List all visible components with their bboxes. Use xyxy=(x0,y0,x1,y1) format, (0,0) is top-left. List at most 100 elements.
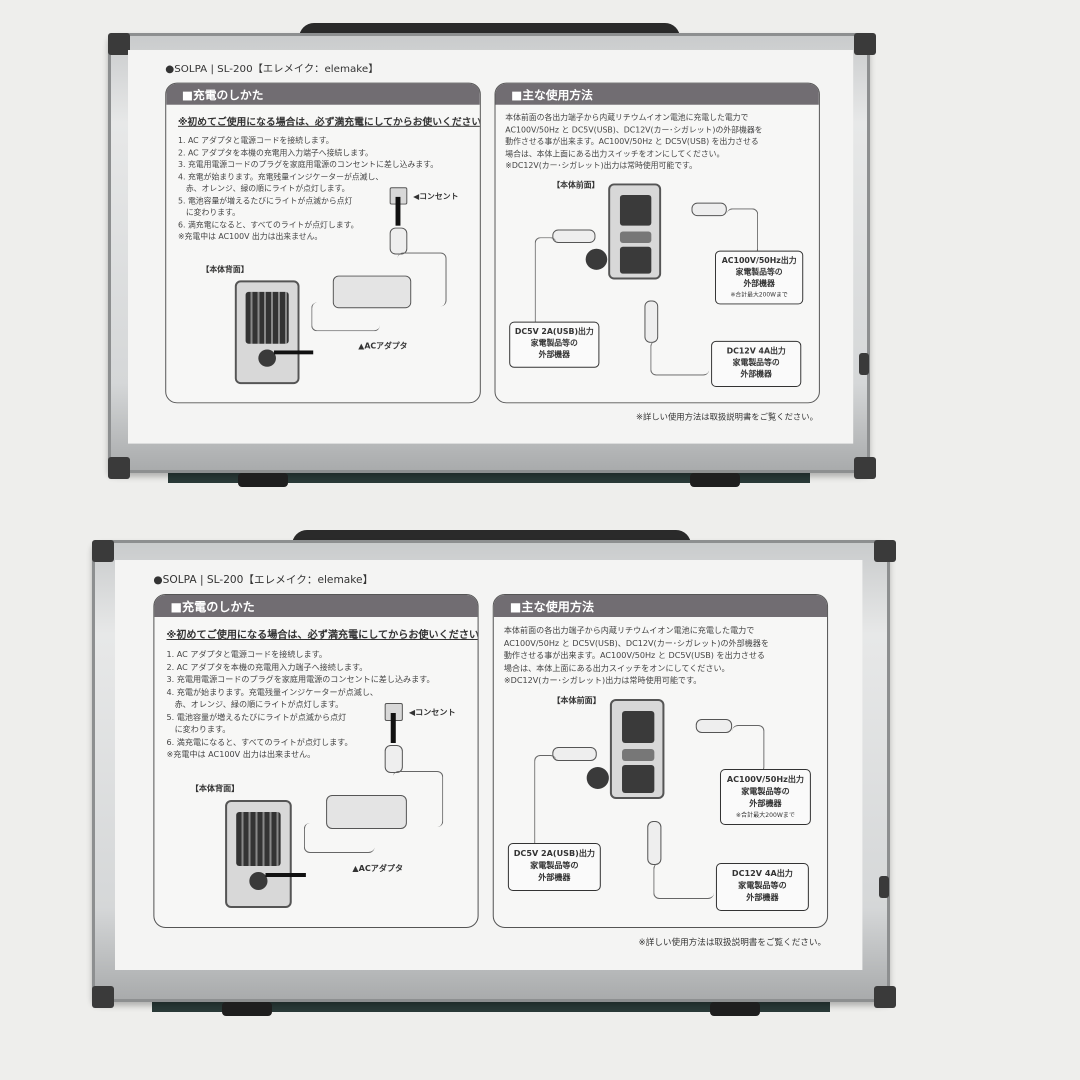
ac-output-box: AC100V/50Hz出力家電製品等の外部機器※合計最大200Wまで xyxy=(715,250,804,305)
brand-line: ●SOLPA | SL-200【エレメイク：elemake】 xyxy=(165,63,379,75)
usb-plug-icon xyxy=(552,229,596,243)
dc-socket xyxy=(619,246,652,274)
usage-description: AC100V/50Hz と DC5V(USB)、DC12V(カー･シガレット)の… xyxy=(503,638,769,648)
charging-step: 3. 充電用電源コードのプラグを家庭用電源のコンセントに差し込みます。 xyxy=(166,675,435,684)
plug-icon xyxy=(384,745,403,773)
usage-description: 本体前面の各出力端子から内蔵リチウムイオン電池に充電した電力で xyxy=(503,626,755,635)
device-rear-icon xyxy=(225,800,292,908)
usb-cable xyxy=(534,755,557,855)
power-cord xyxy=(392,771,444,827)
usb-output-text: 家電製品等の xyxy=(530,861,579,870)
ac-adapter-icon xyxy=(332,275,412,309)
case-corner xyxy=(874,540,896,562)
usage-header: ■主な使用方法 xyxy=(493,595,828,617)
ac-output-text: 外部機器 xyxy=(749,799,782,808)
arrow-icon xyxy=(395,196,401,226)
charging-panel: ■充電のしかた※初めてご使用になる場合は、必ず満充電にしてからお使いください。1… xyxy=(153,594,479,928)
charging-step: 赤、オレンジ、緑の順にライトが点灯します。 xyxy=(166,700,344,709)
case-corner xyxy=(874,986,896,1008)
plug-icon xyxy=(389,227,408,255)
car-plug-icon xyxy=(644,300,659,343)
charging-step: ※充電中は AC100V 出力は出来ません。 xyxy=(166,750,316,759)
ac-output-text: 外部機器 xyxy=(743,279,775,289)
dc-cable xyxy=(650,340,710,376)
dc-output-text: DC12V 4A出力 xyxy=(726,346,786,356)
case-corner xyxy=(854,457,876,479)
charging-step: ※充電中は AC100V 出力は出来ません。 xyxy=(177,232,323,242)
dc-output-text: DC12V 4A出力 xyxy=(731,869,793,878)
ac-outlet xyxy=(622,711,655,743)
dc-output-text: 外部機器 xyxy=(740,369,772,379)
ac-output-text: 家電製品等の xyxy=(741,787,790,796)
ac-output-text: AC100V/50Hz出力 xyxy=(721,256,797,266)
rear-label: 【本体背面】 xyxy=(201,265,249,274)
rear-label: 【本体背面】 xyxy=(190,784,240,793)
ac-output-box: AC100V/50Hz出力家電製品等の外部機器 ※合計最大200Wまで xyxy=(719,769,811,825)
usage-description: 場合は、本体上面にある出力スイッチをオンにしてください。 xyxy=(505,149,725,158)
usage-description: AC100V/50Hz と DC5V(USB)、DC12V(カー･シガレット)の… xyxy=(505,125,763,134)
arrow-icon xyxy=(265,873,306,877)
usage-header: ■主な使用方法 xyxy=(495,83,819,105)
socket-cap xyxy=(585,248,608,270)
ac-output-text: ※合計最大200Wまで xyxy=(730,291,788,299)
charging-step: 3. 充電用電源コードのプラグを家庭用電源のコンセントに差し込みます。 xyxy=(177,160,439,170)
charging-step: 6. 満充電になると、すべてのライトが点灯します。 xyxy=(177,220,359,230)
case-corner xyxy=(108,33,130,55)
case-corner xyxy=(854,33,876,55)
input-jack xyxy=(249,872,268,890)
usage-description: 動作させる事が出来ます。AC100V/50Hz と DC5V(USB) を出力さ… xyxy=(503,651,765,660)
charging-step: 1. AC アダプタと電源コードを接続します。 xyxy=(166,650,327,659)
ac-adapter-icon xyxy=(326,795,407,829)
usb-cable xyxy=(534,237,557,334)
adapter-label: ▲ACアダプタ xyxy=(358,341,408,351)
dc-cable xyxy=(653,863,714,899)
ac-plug-icon xyxy=(691,202,727,217)
ac-output-text: ※合計最大200Wまで xyxy=(735,812,795,819)
charging-step: 6. 満充電になると、すべてのライトが点灯します。 xyxy=(166,737,353,747)
arrow-icon xyxy=(274,350,314,355)
case-corner xyxy=(92,986,114,1008)
adapter-cable xyxy=(311,302,380,332)
charging-step: 1. AC アダプタと電源コードを接続します。 xyxy=(177,136,334,146)
usage-panel: ■主な使用方法本体前面の各出力端子から内蔵リチウムイオン電池に充電した電力で AC… xyxy=(494,82,820,404)
usb-output-text: DC5V 2A(USB)出力 xyxy=(513,849,595,858)
usb-output-text: DC5V 2A(USB)出力 xyxy=(514,327,594,337)
front-label: 【本体前面】 xyxy=(552,180,600,190)
usb-plug-icon xyxy=(552,747,597,761)
ac-output-text: AC100V/50Hz出力 xyxy=(726,775,804,784)
outlet-label: ◀コンセント xyxy=(408,708,456,717)
charging-header: ■充電のしかた xyxy=(166,83,480,105)
charging-step: 2. AC アダプタを本機の充電用入力端子へ接続します。 xyxy=(166,662,368,672)
car-plug-icon xyxy=(647,821,662,865)
vent-grille xyxy=(245,291,289,344)
input-jack xyxy=(258,349,276,367)
arrow-icon xyxy=(390,713,396,743)
device-front-icon xyxy=(608,183,662,280)
usage-description: 場合は、本体上面にある出力スイッチをオンにしてください。 xyxy=(503,663,730,673)
charging-warning: ※初めてご使用になる場合は、必ず満充電にしてからお使いください。 xyxy=(166,630,479,641)
dc-socket xyxy=(622,765,655,793)
usb-output-text: 家電製品等の xyxy=(530,338,578,348)
side-knob xyxy=(879,875,889,898)
instruction-label: ●SOLPA | SL-200【エレメイク：elemake】 ■充電のしかた※初め… xyxy=(115,560,863,970)
ac-cable xyxy=(726,208,759,255)
rubber-foot xyxy=(238,473,288,487)
charging-step: 赤、オレンジ、緑の順にライトが点灯します。 xyxy=(177,184,350,194)
charging-step: 5. 電池容量が増えるたびにライトが点滅から点灯 xyxy=(166,712,347,722)
device-rear-icon xyxy=(234,280,300,385)
case-corner xyxy=(92,540,114,562)
ac-outlet xyxy=(619,194,652,226)
usb-output-box: DC5V 2A(USB)出力家電製品等の外部機器 xyxy=(507,843,601,891)
usb-output-text: 外部機器 xyxy=(538,873,571,882)
usage-description: 本体前面の各出力端子から内蔵リチウムイオン電池に充電した電力で xyxy=(505,113,749,122)
dc-output-box: DC12V 4A出力家電製品等の外部機器 xyxy=(715,863,809,911)
charging-step: 2. AC アダプタを本機の充電用入力端子へ接続します。 xyxy=(177,148,373,158)
usage-panel: ■主な使用方法本体前面の各出力端子から内蔵リチウムイオン電池に充電した電力で AC… xyxy=(492,594,829,928)
front-label: 【本体前面】 xyxy=(552,696,601,705)
usb-output-box: DC5V 2A(USB)出力家電製品等の外部機器 xyxy=(509,321,600,368)
charging-step: 4. 充電が始まります。充電残量インジケーターが点滅し、 xyxy=(177,172,384,182)
adapter-label: ▲ACアダプタ xyxy=(352,864,404,873)
brand-line: ●SOLPA | SL-200【エレメイク：elemake】 xyxy=(153,574,374,586)
footer-note: ※詳しい使用方法は取扱説明書をご覧ください。 xyxy=(638,938,827,948)
dc-output-box: DC12V 4A出力家電製品等の外部機器 xyxy=(711,340,802,387)
